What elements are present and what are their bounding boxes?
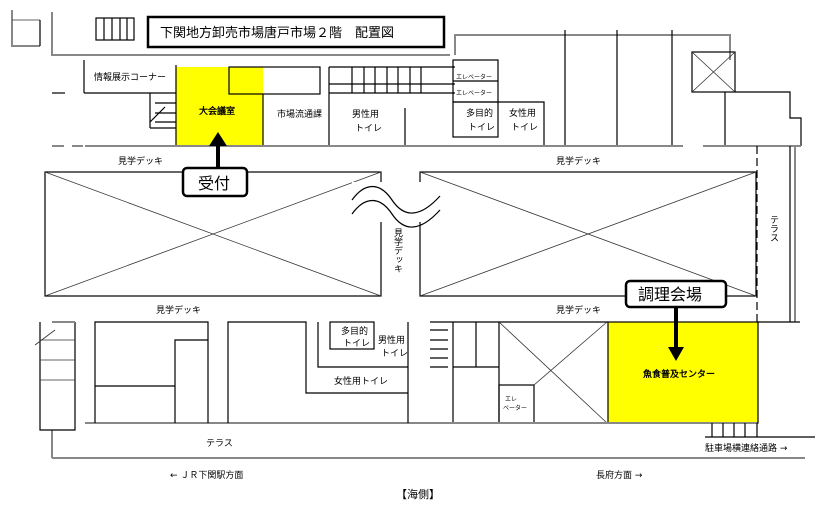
elevator-2-label: エレベーター	[456, 89, 492, 97]
outer-walls	[11, 10, 805, 459]
title-box	[146, 15, 446, 49]
top-rooms-walls	[12, 17, 802, 322]
fish-center-fill	[608, 322, 758, 423]
terrace-label-bottom: テラス	[206, 438, 233, 449]
mens-toilet-bottom-label-2: トイレ	[381, 349, 408, 359]
arrow-up-icon	[209, 132, 227, 146]
womens-toilet-top-label-2: トイレ	[511, 123, 538, 133]
info-corner-label: 情報展示コーナー	[94, 71, 166, 83]
multi-toilet-top-label-1: 多目的	[466, 107, 493, 119]
terrace-label-right: テラス	[768, 215, 778, 242]
reception-callout: 受付	[181, 132, 249, 198]
atrium-void-right	[419, 171, 757, 297]
break-symbol	[351, 182, 442, 228]
elevator-3-label-1: エレ	[505, 396, 517, 403]
cooking-venue-label: 調理会場	[638, 285, 702, 304]
chofu-direction-label: 長府方面 →	[596, 469, 643, 481]
market-section-label: 市場流通課	[277, 108, 322, 120]
multi-toilet-bottom-label-2: トイレ	[343, 339, 370, 349]
conference-room-fill	[176, 67, 263, 145]
page-title: 下関地方卸売市場唐戸市場２階 配置図	[160, 25, 394, 41]
multi-toilet-top-label-2: トイレ	[468, 123, 495, 133]
multi-toilet-bottom-label-1: 多目的	[341, 325, 368, 337]
reception-label: 受付	[198, 174, 230, 193]
womens-toilet-top-label-1: 女性用	[509, 107, 536, 119]
bottom-rooms-walls	[34, 321, 815, 438]
deck-label-center: 見学デッキ	[392, 228, 403, 273]
conference-room-label: 大会議室	[199, 105, 235, 117]
sea-side-label: 【海側】	[396, 487, 440, 501]
deck-label-bottom-right: 見学デッキ	[556, 304, 601, 316]
deck-label-top-right: 見学デッキ	[556, 155, 601, 167]
elevator-3-label-2: ベーター	[503, 404, 527, 412]
arrow-down-icon	[668, 347, 684, 361]
parking-passage-label: 駐車場横連絡通路 →	[705, 442, 788, 454]
mens-toilet-bottom-label-1: 男性用	[378, 334, 405, 346]
fish-center-label: 魚食普及センター	[643, 368, 715, 380]
deck-label-bottom-left: 見学デッキ	[156, 304, 201, 316]
mens-toilet-top-label-1: 男性用	[352, 108, 379, 120]
cooking-venue-callout: 調理会場	[624, 279, 728, 361]
elevator-1-label: エレベーター	[456, 73, 492, 81]
deck-label-top-left: 見学デッキ	[118, 155, 163, 167]
mens-toilet-top-label-2: トイレ	[355, 124, 382, 134]
jr-direction-label: ← ＪＲ下関駅方面	[170, 469, 243, 481]
womens-toilet-bottom-label: 女性用トイレ	[334, 375, 388, 387]
